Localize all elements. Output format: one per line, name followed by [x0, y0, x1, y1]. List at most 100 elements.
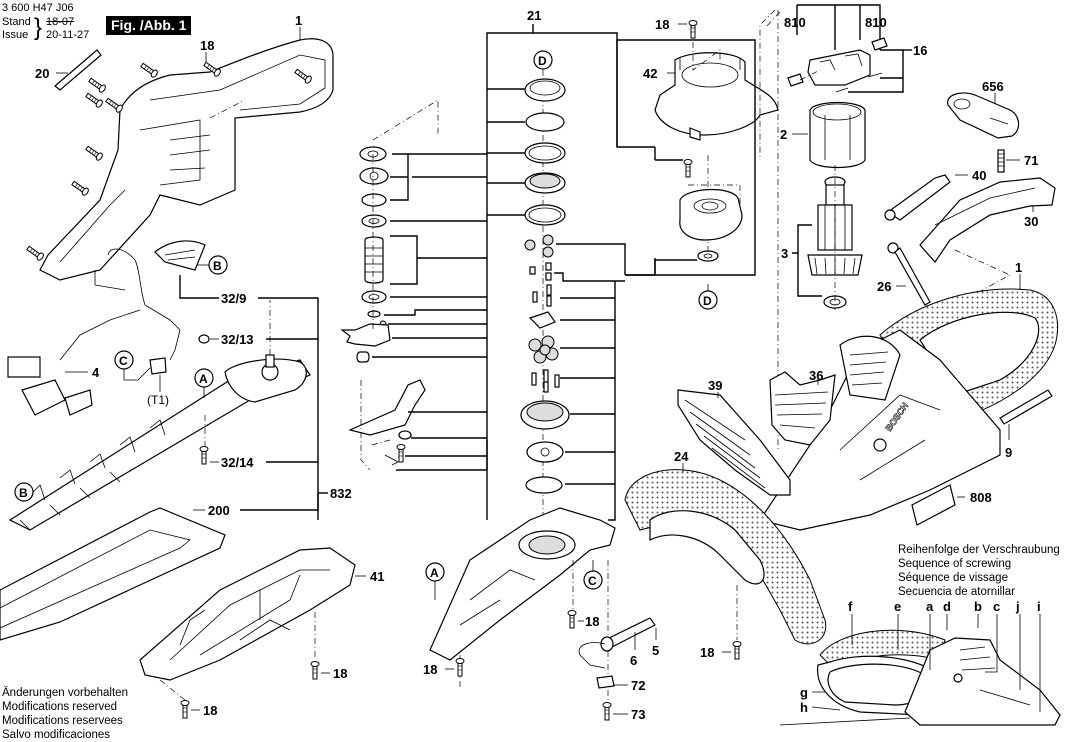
part-40-label: 40 — [972, 168, 986, 183]
callout-a-left: A — [194, 368, 214, 398]
blade-guard-200 — [0, 507, 226, 641]
screw-sequence-letters: f e a d b c j i g h — [800, 599, 1041, 715]
sequence-de: Reihenfolge der Verschraubung — [898, 544, 1060, 556]
part-t1-label: (T1) — [147, 393, 169, 407]
part-656-label: 656 — [982, 79, 1004, 94]
part-42-label: 42 — [643, 66, 657, 81]
part-3-label: 3 — [781, 246, 788, 261]
part-24-label: 24 — [674, 449, 689, 464]
vent-cover-36 — [769, 371, 836, 446]
modification-notes: Änderungen vorbehalten Modifications res… — [2, 686, 128, 742]
note-fr: Modifications reservees — [2, 715, 123, 727]
part-18-label: 18 — [200, 38, 214, 53]
part-832-label: 832 — [330, 486, 352, 501]
hand-guard-24 — [624, 469, 827, 645]
part-32-13-label: 32/13 — [221, 332, 254, 347]
switch-lever — [348, 379, 426, 466]
part-200-label: 200 — [208, 503, 230, 518]
stand-label: Stand — [2, 16, 31, 28]
part-18-label-mid: 18 — [585, 614, 599, 629]
part-5-label: 5 — [652, 643, 659, 658]
svg-text:C: C — [588, 574, 597, 588]
screw-sequence-diagram — [779, 629, 1061, 726]
nut-32-13 — [198, 334, 210, 344]
part-20-label: 20 — [35, 66, 49, 81]
part-32-9-label: 32/9 — [221, 291, 246, 306]
part-72-label: 72 — [631, 678, 645, 693]
part-2-label: 2 — [780, 127, 787, 142]
sequence-fr: Séquence de vissage — [898, 572, 1008, 584]
housing-half-left — [39, 38, 334, 281]
bearing-holder — [679, 188, 743, 241]
issue-value: 20-11-27 — [46, 29, 90, 41]
label-plate-20 — [54, 49, 102, 91]
housing-assembled — [759, 288, 1059, 531]
link-rod-26 — [887, 242, 931, 306]
label-plate-9 — [999, 389, 1053, 425]
lower-cover-41 — [139, 547, 356, 681]
fan-cover-42 — [654, 52, 779, 141]
screw-sequence-title: Reihenfolge der Verschraubung Sequence o… — [898, 543, 1060, 599]
spring-71 — [997, 149, 1005, 173]
svg-text:D: D — [538, 54, 547, 68]
stand-value: 18-07 — [46, 16, 75, 28]
svg-text:f: f — [848, 599, 853, 614]
svg-text:h: h — [800, 700, 808, 715]
svg-text:C: C — [119, 354, 128, 368]
figure-label: Fig. /Abb. 1 — [106, 16, 192, 35]
svg-text:d: d — [943, 599, 951, 614]
callout-c-left: C — [114, 350, 151, 381]
part-39-label: 39 — [708, 378, 722, 393]
part-36-label: 36 — [809, 368, 823, 383]
stator-2 — [809, 101, 866, 169]
part-73-label: 73 — [631, 707, 645, 722]
part-26-label: 26 — [877, 279, 891, 294]
side-grille-39 — [677, 389, 791, 496]
part-30-label: 30 — [1024, 214, 1038, 229]
note-en: Modifications reserved — [2, 701, 118, 713]
part-18-label-top-center: 18 — [655, 17, 669, 32]
issue-label: Issue — [2, 29, 29, 41]
part-4-label: 4 — [92, 365, 100, 380]
handle-cap-656 — [947, 92, 1020, 139]
power-cord-and-strain-relief — [578, 617, 656, 689]
sequence-en: Sequence of screwing — [898, 558, 1012, 570]
part-16-label: 16 — [913, 43, 927, 58]
part-32-14-label: 32/14 — [221, 455, 254, 470]
gear-stack-right — [520, 78, 570, 494]
svg-text:e: e — [894, 599, 901, 614]
part-18-label-right: 18 — [700, 645, 714, 660]
svg-text:c: c — [993, 599, 1000, 614]
washer — [697, 250, 719, 262]
part-71-label: 71 — [1024, 153, 1038, 168]
svg-text:A: A — [199, 372, 208, 386]
sticker-808 — [911, 484, 956, 526]
note-de: Änderungen vorbehalten — [2, 687, 128, 699]
part-18-label-bl2: 18 — [203, 703, 217, 718]
part-9-label: 9 — [1005, 445, 1012, 460]
svg-text:j: j — [1015, 599, 1020, 614]
document-number: 3 600 H47 J06 — [2, 2, 74, 14]
part-1-label-top: 1 — [295, 13, 302, 28]
part-18-label-bl1: 18 — [333, 666, 347, 681]
front-handle-30 — [919, 177, 1056, 263]
svg-text:D: D — [703, 294, 712, 308]
callout-c-center: C — [583, 560, 603, 590]
callout-d-top: D — [533, 50, 553, 70]
part-21-label: 21 — [527, 8, 541, 23]
part-808-label: 808 — [970, 490, 992, 505]
callout-b-top: B — [197, 255, 228, 275]
brush-holder-16 — [787, 37, 888, 93]
svg-text:B: B — [213, 259, 222, 273]
svg-text:b: b — [974, 599, 982, 614]
spring-washer-stack-left — [340, 146, 391, 363]
part-18-label-mid2: 18 — [423, 662, 437, 677]
part-810-label-a: 810 — [784, 15, 806, 30]
blade-assembly — [8, 354, 311, 531]
part-1-label-right: 1 — [1015, 260, 1022, 275]
svg-text:A: A — [430, 566, 439, 580]
part-41-label: 41 — [370, 569, 384, 584]
callout-d-mid: D — [698, 284, 718, 310]
callout-a-center: A — [425, 562, 445, 600]
